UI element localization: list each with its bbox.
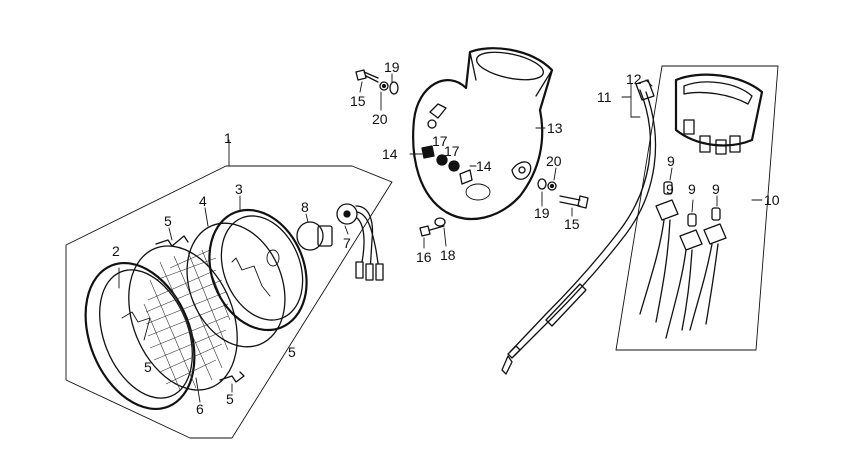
label-1: 1 bbox=[224, 130, 232, 146]
label-4: 4 bbox=[199, 193, 207, 209]
label-9c: 9 bbox=[688, 181, 696, 197]
bolt-right bbox=[537, 167, 589, 217]
indicator-socket-1 bbox=[639, 167, 679, 323]
label-9b: 9 bbox=[666, 181, 674, 197]
headlight-case bbox=[412, 47, 554, 220]
label-18: 18 bbox=[440, 247, 456, 263]
label-5c: 5 bbox=[144, 359, 152, 375]
indicator-socket-3 bbox=[689, 195, 727, 331]
clip-lower bbox=[219, 371, 245, 393]
label-7: 7 bbox=[343, 235, 351, 251]
label-14a: 14 bbox=[382, 146, 398, 162]
label-15b: 15 bbox=[564, 216, 580, 232]
label-5a: 5 bbox=[164, 213, 172, 229]
label-19b: 19 bbox=[534, 205, 550, 221]
gasket-ring bbox=[186, 207, 286, 348]
label-16: 16 bbox=[416, 249, 432, 265]
label-11: 11 bbox=[597, 89, 612, 105]
label-6: 6 bbox=[196, 401, 204, 417]
label-17b: 17 bbox=[444, 143, 460, 159]
indicator-housing bbox=[645, 73, 764, 155]
label-19a: 19 bbox=[384, 59, 400, 75]
headlight-lens bbox=[128, 245, 238, 403]
label-8: 8 bbox=[301, 199, 309, 215]
label-20a: 20 bbox=[372, 111, 388, 127]
label-20b: 20 bbox=[546, 153, 562, 169]
bolt-bottom bbox=[419, 217, 447, 249]
indicator-socket-2 bbox=[665, 199, 703, 339]
grommet-set bbox=[409, 145, 477, 185]
meter-group-outline bbox=[615, 65, 779, 351]
label-9a: 9 bbox=[667, 153, 675, 169]
callout-labels: 1 2 3 4 5 5 5 5 6 7 8 9 9 9 9 10 11 12 1… bbox=[112, 59, 780, 417]
bolt-top bbox=[355, 69, 399, 111]
label-3: 3 bbox=[235, 181, 243, 197]
label-13: 13 bbox=[547, 120, 563, 136]
label-5d: 5 bbox=[226, 391, 234, 407]
label-2: 2 bbox=[112, 243, 120, 259]
headlight-group-outline bbox=[65, 139, 393, 439]
label-9d: 9 bbox=[712, 181, 720, 197]
label-15a: 15 bbox=[350, 93, 366, 109]
label-10: 10 bbox=[764, 192, 780, 208]
label-5b: 5 bbox=[288, 344, 296, 360]
reflector-unit bbox=[208, 195, 308, 332]
speedometer-cable bbox=[501, 79, 657, 375]
headlight-bulb bbox=[296, 213, 333, 251]
label-17a: 17 bbox=[432, 133, 448, 149]
label-14b: 14 bbox=[476, 158, 492, 174]
clip-upper bbox=[155, 227, 189, 247]
bulb-socket bbox=[336, 203, 384, 281]
label-12: 12 bbox=[626, 71, 642, 87]
